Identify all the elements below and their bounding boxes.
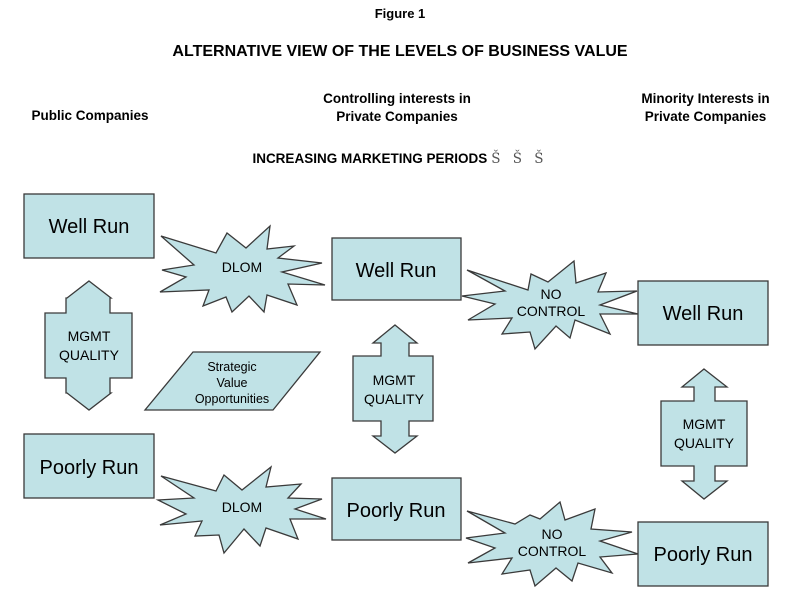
dlom-star-top: DLOM <box>159 224 326 314</box>
star-label-line1: NO <box>541 286 562 302</box>
column-header-minority: Minority Interests in Private Companies <box>618 90 793 126</box>
mgmt-quality-arrow-control: MGMT QUALITY <box>352 324 434 454</box>
strategic-line2: Value <box>216 376 247 390</box>
box-minority-well-run: Well Run <box>637 280 769 346</box>
box-minority-poorly-run: Poorly Run <box>637 521 769 587</box>
no-control-star-top: NO CONTROL <box>461 259 639 351</box>
star-label-line1: NO <box>542 526 563 542</box>
column-header-public: Public Companies <box>10 107 170 125</box>
box-label: Well Run <box>356 260 437 282</box>
box-control-poorly-run: Poorly Run <box>331 477 462 541</box>
marketing-periods-text: INCREASING MARKETING PERIODS <box>252 151 488 166</box>
column-header-line2: Private Companies <box>644 109 767 124</box>
box-control-well-run: Well Run <box>331 237 462 301</box>
dlom-star-bottom: DLOM <box>155 465 327 555</box>
star-label: DLOM <box>222 499 262 515</box>
box-label: Poorly Run <box>347 500 446 522</box>
figure-label: Figure 1 <box>374 6 426 21</box>
column-header-line1: Minority Interests in <box>641 91 770 106</box>
box-label: Well Run <box>49 216 130 238</box>
strategic-line3: Opportunities <box>195 392 269 406</box>
column-header-line2: Public Companies <box>31 108 149 123</box>
arrow-label-line1: MGMT <box>373 372 416 388</box>
no-control-star-bottom: NO CONTROL <box>465 500 639 588</box>
box-public-poorly-run: Poorly Run <box>23 433 155 499</box>
box-label: Poorly Run <box>654 544 753 566</box>
arrow-label-line2: QUALITY <box>364 391 425 407</box>
arrow-label-line2: QUALITY <box>674 435 735 451</box>
diagram-title: ALTERNATIVE VIEW OF THE LEVELS OF BUSINE… <box>172 43 628 60</box>
column-header-line1: Controlling interests in <box>323 91 471 106</box>
star-label: DLOM <box>222 259 262 275</box>
arrow-label-line1: MGMT <box>68 328 111 344</box>
mgmt-quality-arrow-public: MGMT QUALITY <box>44 280 133 411</box>
box-label: Poorly Run <box>40 457 139 479</box>
box-label: Well Run <box>663 303 744 325</box>
column-header-controlling: Controlling interests in Private Compani… <box>292 90 502 126</box>
strategic-value-opportunities: Strategic Value Opportunities <box>143 351 322 411</box>
box-public-well-run: Well Run <box>23 193 155 259</box>
arrow-marks-icon: Š Š Š <box>491 151 548 167</box>
arrow-label-line2: QUALITY <box>59 347 120 363</box>
strategic-line1: Strategic <box>207 360 256 374</box>
mgmt-quality-arrow-minority: MGMT QUALITY <box>660 368 748 500</box>
arrow-label-line1: MGMT <box>683 416 726 432</box>
star-label-line2: CONTROL <box>518 543 587 559</box>
star-label-line2: CONTROL <box>517 303 586 319</box>
column-header-line2: Private Companies <box>336 109 458 124</box>
